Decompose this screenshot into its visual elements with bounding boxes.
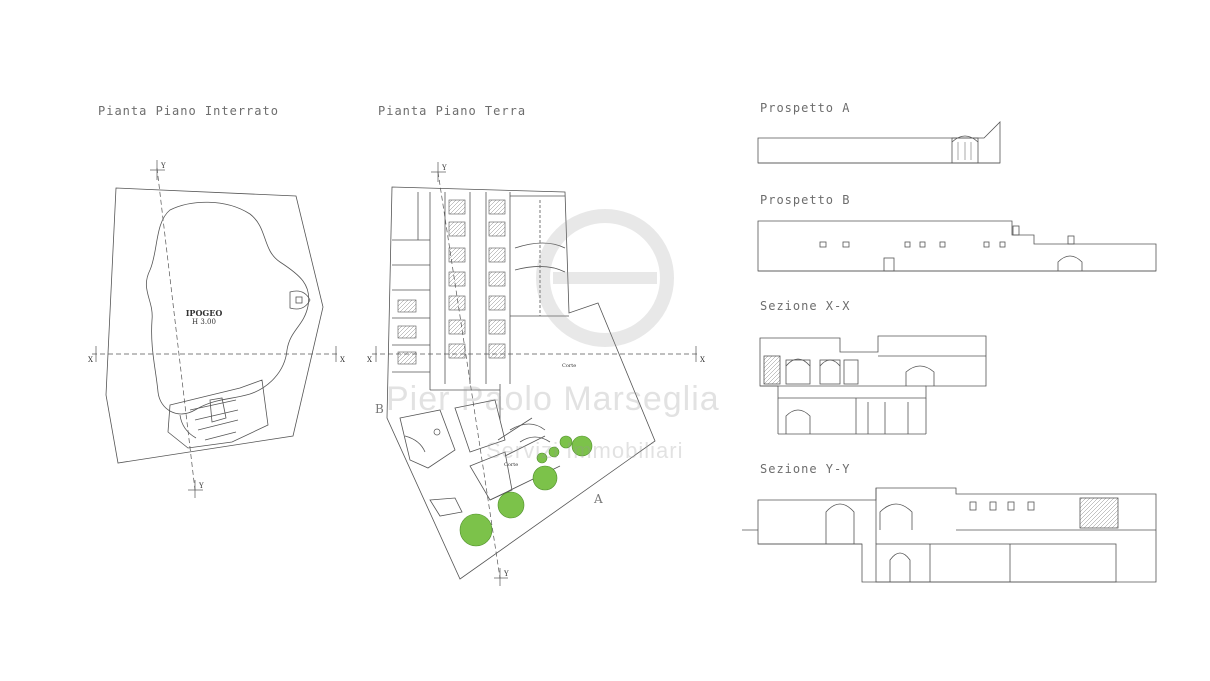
ground-outline	[386, 186, 656, 580]
ipogeo-label: IPOGEO	[186, 308, 223, 318]
basement-stair	[167, 379, 269, 449]
sezione-yy-title: Sezione Y-Y	[760, 462, 851, 476]
prospetto-b-title: Prospetto B	[760, 193, 851, 207]
watermark-tagline: Servizi Immobiliari	[486, 438, 684, 463]
ipogeo-cave-outline	[145, 201, 310, 415]
tree-icon	[497, 491, 525, 519]
ground-axis-y-bottom: Y	[503, 570, 509, 578]
basement-axis-y-bottom: Y	[198, 482, 204, 490]
prospetto-a-drawing	[757, 121, 1001, 164]
basement-axis-x-left: X	[88, 356, 93, 364]
ground-plan	[386, 186, 656, 580]
basement-outline	[105, 187, 324, 464]
watermark-logo-icon	[536, 209, 674, 347]
corte-label-2: Corte	[504, 462, 518, 468]
prospetto-a-title: Prospetto A	[760, 101, 851, 115]
sezione-yy-drawing	[742, 487, 1157, 583]
ground-axis-y-top: Y	[441, 164, 447, 172]
basement-section-lines	[92, 167, 340, 491]
ground-section-lines	[372, 171, 700, 579]
tree-icon	[536, 452, 548, 464]
basement-axis-x-right: X	[340, 356, 345, 364]
marker-a: A	[593, 492, 603, 506]
watermark-name: Pier Paolo Marseglia	[386, 380, 720, 418]
ground-axis-x-right: X	[700, 356, 705, 364]
marker-b: B	[375, 402, 384, 416]
tree-icon	[459, 513, 493, 547]
basement-plan	[105, 187, 324, 464]
ground-axis-x-left: X	[367, 356, 372, 364]
sezione-xx-title: Sezione X-X	[760, 299, 851, 313]
sezione-xx-drawing	[759, 335, 987, 435]
ground-plan-title: Pianta Piano Terra	[378, 104, 527, 118]
courtyard-trees	[459, 435, 593, 547]
tree-icon	[532, 465, 558, 491]
tree-icon	[548, 446, 560, 458]
corte-label-1: Corte	[562, 363, 576, 369]
basement-plan-title: Pianta Piano Interrato	[98, 104, 279, 118]
basement-axis-y-top: Y	[160, 162, 166, 170]
prospetto-b-drawing	[757, 220, 1157, 272]
tree-icon	[559, 435, 573, 449]
tree-icon	[571, 435, 593, 457]
ground-plan-rooms	[397, 199, 506, 365]
ipogeo-height-label: H 3.00	[192, 318, 216, 326]
ground-center-marker	[433, 428, 441, 436]
